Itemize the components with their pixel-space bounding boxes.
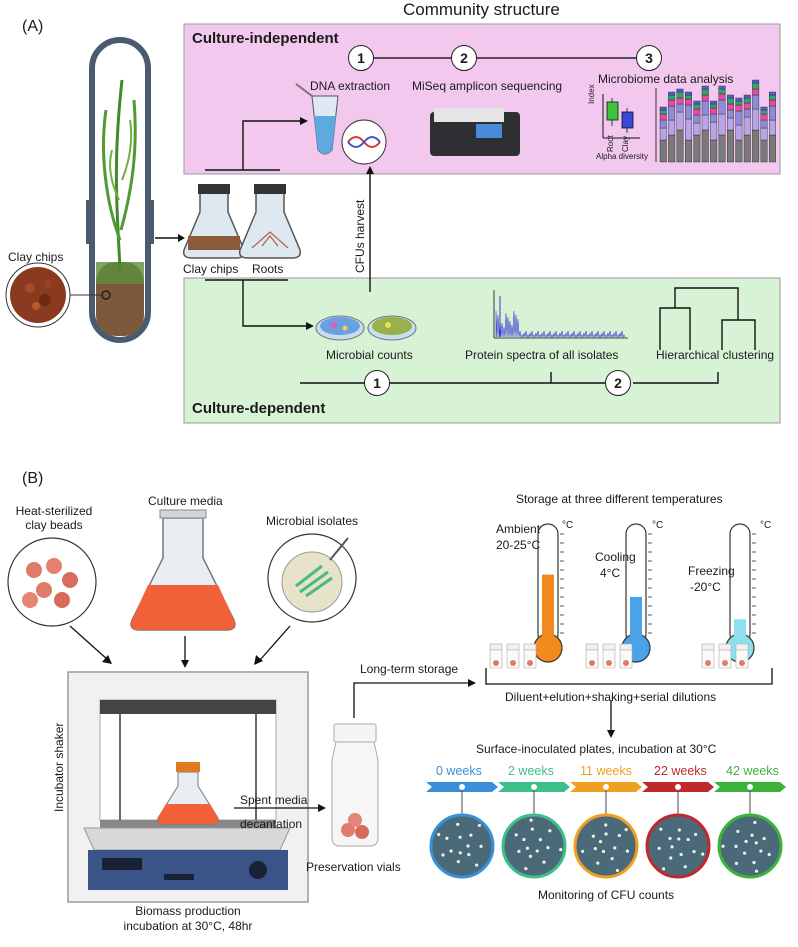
culture-dependent-header: Culture-dependent <box>192 400 326 417</box>
plate-3 <box>645 813 711 879</box>
roots-flask <box>238 184 302 259</box>
roots-flask-label: Roots <box>252 262 284 276</box>
dendrogram <box>659 287 756 350</box>
ci-step-1-badge: 1 <box>348 45 374 71</box>
thermo-cooling-unit: °C <box>652 520 664 531</box>
hierarchical-clustering-label: Hierarchical clustering <box>656 348 775 362</box>
clay-chips-flask <box>182 184 246 259</box>
cd-step-2-badge: 2 <box>605 370 631 396</box>
thermo-freezing-unit: °C <box>760 520 772 531</box>
thermometer-2 <box>725 523 756 663</box>
incubator-label: Incubator shaker <box>52 722 66 812</box>
week-2-label: 2 weeks <box>508 764 554 778</box>
week-42-label: 42 weeks <box>726 764 779 778</box>
ci-step-2-badge: 2 <box>451 45 477 71</box>
thermo-ambient-temp: 20-25°C <box>496 538 541 552</box>
microbial-counts-label: Microbial counts <box>326 348 413 362</box>
timeline <box>426 782 786 879</box>
community-structure-title: Community structure <box>403 0 560 19</box>
dna-tube-icon <box>295 83 339 155</box>
ci-step-3-badge: 3 <box>636 45 662 71</box>
dna-circle-icon <box>341 119 387 165</box>
biomass-label: Biomass production incubation at 30°C, 4… <box>123 904 253 933</box>
miseq-label: MiSeq amplicon sequencing <box>412 79 563 93</box>
thermo-ambient-unit: °C <box>562 520 574 531</box>
week-0-label: 0 weeks <box>436 764 482 778</box>
culture-dependent-box <box>183 277 781 424</box>
clay-chips-left-label: Clay chips <box>8 250 64 264</box>
plate-1 <box>501 813 567 879</box>
alpha-xlabel-clay: Clay <box>621 135 630 152</box>
petri-dishes-icon <box>315 315 417 341</box>
thermometers <box>533 523 756 663</box>
clay-beads-label: Heat-sterilized clay beads <box>15 504 93 532</box>
preservation-vial <box>331 723 379 847</box>
dilution-label: Diluent+elution+shaking+serial dilutions <box>505 690 717 704</box>
preservation-vials-label: Preservation vials <box>306 860 401 874</box>
long-term-storage-label: Long-term storage <box>360 662 459 676</box>
microbial-isolates-label: Microbial isolates <box>266 514 359 528</box>
thermo-cooling-name: Cooling <box>595 550 636 564</box>
microbiome-barplot <box>655 79 776 163</box>
thermometer-1 <box>621 523 652 663</box>
cfu-harvest-label: CFUs harvest <box>353 199 367 273</box>
clay-chips-image <box>5 262 111 328</box>
clay-chips-flask-label: Clay chips <box>183 262 239 276</box>
plates-title: Surface-inoculated plates, incubation at… <box>476 742 717 756</box>
alpha-xlabel-root: Root <box>606 135 615 152</box>
protein-spectra-plot <box>493 290 628 339</box>
plant-test-tube <box>86 37 154 343</box>
protein-spectra-label: Protein spectra of all isolates <box>465 348 619 362</box>
week-11-label: 11 weeks <box>580 764 632 778</box>
storage-vials <box>489 643 749 669</box>
sequencer-icon <box>430 108 520 156</box>
thermometer-0 <box>533 523 564 663</box>
cd-step-1-badge: 1 <box>364 370 390 396</box>
culture-media-flask <box>130 509 236 631</box>
microbiome-analysis-label: Microbiome data analysis <box>598 72 734 86</box>
dna-extraction-label: DNA extraction <box>310 79 391 93</box>
alpha-ylabel: Index <box>587 84 596 104</box>
storage-title: Storage at three different temperatures <box>516 492 723 506</box>
thermo-ambient-name: Ambient <box>496 522 541 536</box>
clay-beads-image <box>7 537 97 627</box>
incubator-shaker <box>67 671 309 903</box>
alpha-diversity-plot <box>602 94 640 139</box>
thermo-freezing-temp: -20°C <box>690 580 721 594</box>
microbial-isolates-image <box>267 533 357 623</box>
plate-4 <box>717 813 783 879</box>
culture-independent-header: Culture-independent <box>192 30 339 47</box>
culture-media-label: Culture media <box>148 494 223 508</box>
spent-media-label: Spent media decantation <box>240 793 308 831</box>
panel-b-label: (B) <box>22 470 44 487</box>
thermo-freezing-name: Freezing <box>688 564 735 578</box>
plate-0 <box>429 813 495 879</box>
monitoring-label: Monitoring of CFU counts <box>538 888 675 902</box>
panel-a-label: (A) <box>22 18 44 35</box>
thermo-cooling-temp: 4°C <box>600 566 621 580</box>
alpha-caption: Alpha diversity <box>596 152 649 161</box>
week-22-label: 22 weeks <box>654 764 707 778</box>
plate-2 <box>573 813 639 879</box>
